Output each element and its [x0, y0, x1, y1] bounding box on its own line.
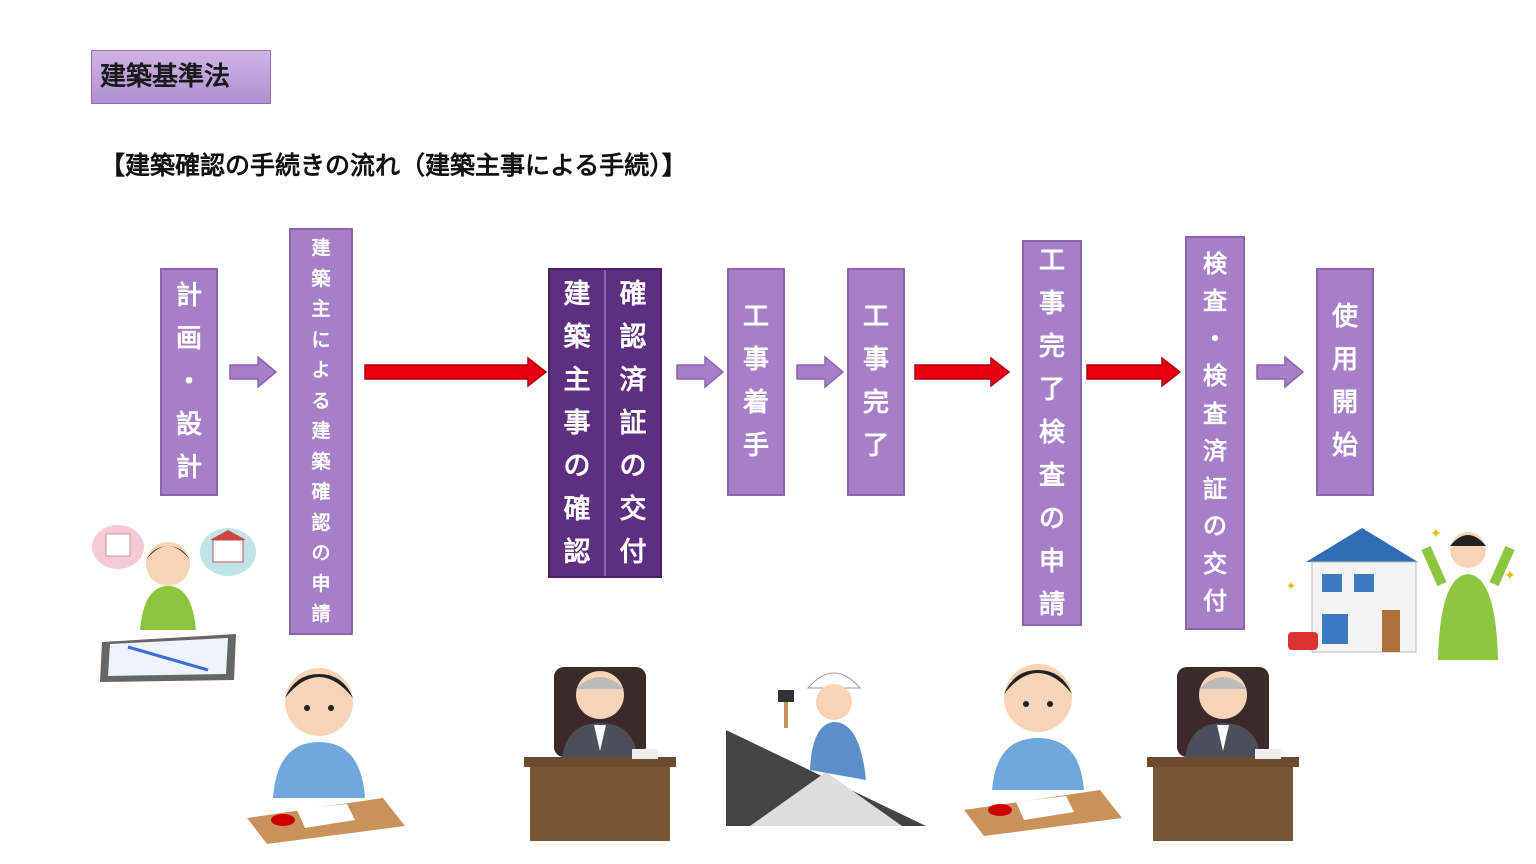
vertical-label: 使用開始	[1332, 296, 1358, 468]
label-char: 工	[862, 302, 889, 332]
construction-worker-icon	[726, 672, 926, 826]
label-char: 計	[175, 452, 202, 483]
label-char: 確	[311, 481, 331, 504]
arrow-red-3-icon	[1086, 356, 1182, 388]
label-char: 付	[619, 536, 647, 568]
label-char: 済	[1203, 437, 1227, 465]
step-inspection-cert: 検査・検査済証の交付	[1185, 236, 1245, 630]
label-char: 計	[175, 280, 202, 311]
label-char: 検	[1203, 249, 1227, 278]
label-char: の	[311, 542, 331, 565]
label-char: の	[619, 450, 647, 482]
label-char: 確	[563, 493, 591, 525]
label-char: 請	[1038, 589, 1065, 620]
vertical-label: 計画・設計	[176, 275, 202, 490]
step-plan: 計画・設計	[160, 268, 218, 496]
label-char: 完	[1038, 331, 1065, 362]
label-char: 用	[1331, 345, 1358, 375]
person-signing-icon-2	[964, 664, 1122, 836]
label-char: 査	[1203, 399, 1227, 428]
label-char: 証	[619, 407, 647, 439]
svg-text:✦: ✦	[1504, 568, 1516, 584]
label-char: 査	[1203, 287, 1227, 315]
label-char: 建	[311, 237, 331, 260]
vertical-label: 工事着手	[743, 296, 769, 468]
page-subtitle: 【建築確認の手続きの流れ（建築主事による手続）】	[100, 151, 687, 180]
label-char: 着	[742, 388, 769, 418]
label-char: 事	[1038, 288, 1065, 319]
arrow-light-3-icon	[796, 355, 845, 389]
step-confirm-right: 確認済証の交付	[604, 270, 660, 576]
label-char: 始	[1331, 431, 1358, 461]
vertical-label: 工事完了検査の申請	[1039, 240, 1065, 627]
label-char: 事	[862, 345, 889, 375]
label-char: 使	[1331, 302, 1358, 332]
label-char: ・	[175, 366, 202, 397]
label-char: 済	[619, 364, 647, 396]
step-confirm-left: 建築主事の確認	[550, 270, 604, 576]
step-confirm: 建築主事の確認 確認済証の交付	[548, 268, 662, 578]
label-char: 画	[175, 323, 202, 354]
arrow-light-2-icon	[676, 355, 725, 389]
label-char: る	[311, 389, 331, 412]
label-char: 主	[563, 364, 591, 396]
label-char: 検	[1038, 417, 1065, 448]
label-char: 認	[563, 536, 591, 568]
label-char: 築	[311, 267, 331, 290]
label-char: 事	[563, 407, 591, 439]
label-char: 設	[175, 409, 202, 440]
label-char: 了	[862, 431, 889, 461]
label-char: の	[1203, 512, 1227, 540]
label-char: 建	[563, 278, 591, 310]
vertical-label: 工事完了	[863, 296, 889, 468]
label-char: 認	[619, 321, 647, 353]
vertical-label: 建築主による建築確認の申請	[311, 233, 330, 630]
person-signing-icon	[247, 668, 405, 844]
label-char: 請	[311, 603, 331, 626]
label-char: 申	[311, 572, 331, 595]
arrow-red-2-icon	[914, 356, 1011, 388]
label-char: 認	[311, 511, 331, 534]
label-char: 確	[619, 278, 647, 310]
arrow-light-4-icon	[1256, 355, 1305, 389]
label-char: 交	[619, 493, 647, 525]
label-char: 完	[862, 388, 889, 418]
label-char: 建	[311, 420, 331, 443]
official-at-desk-icon-2	[1147, 667, 1299, 841]
label-char: よ	[311, 359, 331, 382]
step-use-start: 使用開始	[1316, 268, 1374, 496]
label-char: 手	[742, 431, 769, 461]
label-char: 証	[1203, 474, 1227, 503]
label-char: ・	[1203, 324, 1227, 353]
label-char: 検	[1203, 362, 1227, 390]
arrow-red-1-icon	[364, 356, 548, 388]
label-char: 付	[1203, 587, 1227, 615]
label-char: に	[311, 328, 331, 351]
label-char: 工	[742, 302, 769, 332]
official-at-desk-icon	[524, 667, 676, 841]
label-char: 開	[1331, 388, 1358, 418]
label-char: 事	[742, 345, 769, 375]
svg-text:✦: ✦	[1286, 579, 1296, 593]
house-owner-icon: ✦ ✦ ✦	[1286, 526, 1516, 660]
label-char: の	[563, 450, 591, 482]
label-char: 工	[1038, 245, 1065, 276]
svg-text:✦: ✦	[1430, 526, 1442, 542]
arrow-light-1-icon	[229, 355, 278, 389]
label-char: 築	[311, 450, 331, 473]
label-char: 主	[311, 298, 331, 321]
person-designing-icon	[92, 525, 256, 682]
label-char: 築	[563, 321, 591, 353]
label-char: 申	[1038, 546, 1065, 577]
step-inspection-apply: 工事完了検査の申請	[1022, 240, 1082, 626]
vertical-label: 検査・検査済証の交付	[1203, 246, 1227, 621]
label-char: の	[1038, 503, 1065, 534]
step-apply: 建築主による建築確認の申請	[289, 228, 353, 635]
label-char: 了	[1038, 374, 1065, 405]
section-tag: 建築基準法	[91, 50, 271, 104]
step-start-work: 工事着手	[727, 268, 785, 496]
label-char: 交	[1203, 549, 1227, 578]
step-complete-work: 工事完了	[847, 268, 905, 496]
label-char: 査	[1038, 460, 1065, 491]
